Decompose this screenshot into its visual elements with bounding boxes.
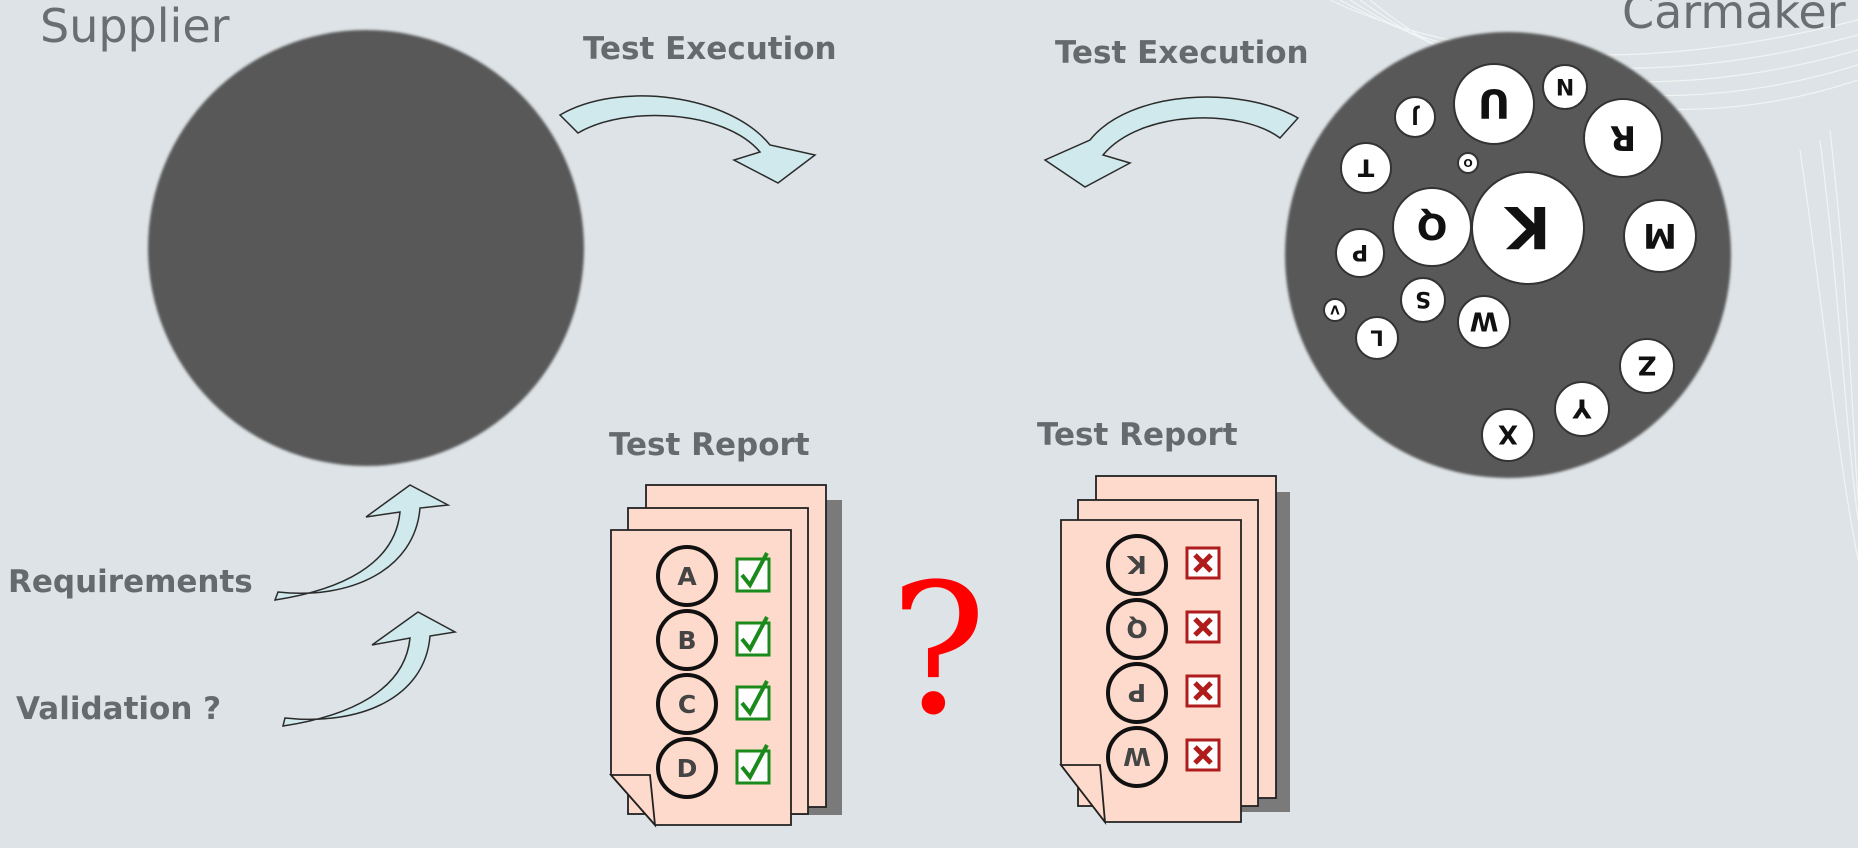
validation-arrow [281,611,458,727]
item-circle [656,673,718,735]
bubble-letter: X [1498,419,1518,449]
item-circle [656,609,718,671]
bubble-letter: J [1411,105,1420,129]
carmaker-bubble: Q [1392,187,1472,267]
check-icon [735,680,771,721]
item-circle [1106,598,1168,660]
report-row: P [1106,662,1221,724]
test-report-label-left: Test Report [609,427,810,463]
check-icon [735,744,771,785]
item-letter: P [1128,678,1146,707]
report-row: B [656,609,771,671]
report-row: D [656,737,771,799]
carmaker-bubble: X [1481,408,1535,462]
carmaker-bubble: P [1335,228,1385,278]
item-letter: Q [1126,614,1147,643]
test-execution-label-left: Test Execution [583,31,837,67]
test-execution-label-right: Test Execution [1055,35,1309,71]
item-circle [1106,726,1168,788]
carmaker-bubble: O [1457,152,1479,174]
report-row: W [1106,726,1221,788]
bubble-letter: M [1643,215,1677,255]
report-row: Q [1106,598,1221,660]
carmaker-bubble: K [1471,171,1585,285]
item-circle [656,737,718,799]
bubble-letter: S [1415,286,1431,311]
item-circle [656,545,718,607]
bubble-letter: T [1357,153,1374,181]
bubble-letter: V [1330,303,1340,317]
carmaker-bubble: L [1355,316,1399,360]
carmaker-label: Carmaker [1622,0,1846,39]
carmaker-bubble: S [1400,277,1446,323]
bubble-letter: P [1352,239,1368,264]
bubble-letter: Q [1417,205,1448,246]
check-icon [735,616,771,657]
report-rows-right: K Q P W [1106,534,1221,788]
bubble-letter: N [1556,73,1574,98]
bubble-letter: O [1463,156,1472,169]
carmaker-bubble: Z [1619,338,1675,394]
test-report-left: A B C D [609,484,842,828]
cross-icon [1185,610,1221,644]
report-row: C [656,673,771,735]
carmaker-bubble: T [1340,142,1392,194]
item-letter: D [677,754,698,783]
bubble-letter: K [1503,193,1550,261]
carmaker-bubble: N [1542,64,1588,110]
item-letter: B [677,626,696,655]
check-icon [735,552,771,593]
carmaker-bubble: W [1457,295,1511,349]
item-letter: C [678,690,696,719]
supplier-label: Supplier [40,0,230,53]
requirements-arrow [273,484,451,601]
carmaker-bubble: Y [1554,381,1610,437]
test-report-right: K Q P W [1059,475,1290,825]
test-report-label-right: Test Report [1037,417,1238,453]
bubble-letter: Z [1638,350,1657,380]
report-rows-left: A B C D [656,545,771,799]
carmaker-bubble: M [1623,199,1697,273]
cross-icon [1185,738,1221,772]
bubble-letter: Y [1571,393,1592,423]
bubble-letter: U [1478,80,1510,126]
item-letter: W [1123,742,1151,771]
carmaker-bubble: R [1583,98,1663,178]
requirements-label: Requirements [8,564,253,600]
report-row: A [656,545,771,607]
item-circle [1106,534,1168,596]
carmaker-bubbles: K U N R M Q J T O P S W L V X Y Z [1323,63,1697,462]
bubble-letter: R [1610,117,1636,157]
bubble-letter: W [1470,306,1499,336]
test-execution-arrow-left [558,95,817,184]
question-mark: ? [890,546,987,755]
cross-icon [1185,546,1221,580]
item-letter: K [1126,550,1147,579]
carmaker-bubble: V [1323,298,1347,322]
carmaker-bubble: U [1453,63,1535,145]
bubble-letter: L [1370,325,1383,349]
test-execution-arrow-right [1043,96,1300,188]
validation-label: Validation ? [16,691,221,727]
carmaker-bubble: J [1394,96,1436,138]
cross-icon [1185,674,1221,708]
supplier-circle [148,30,584,466]
report-row: K [1106,534,1221,596]
item-circle [1106,662,1168,724]
item-letter: A [677,562,697,591]
